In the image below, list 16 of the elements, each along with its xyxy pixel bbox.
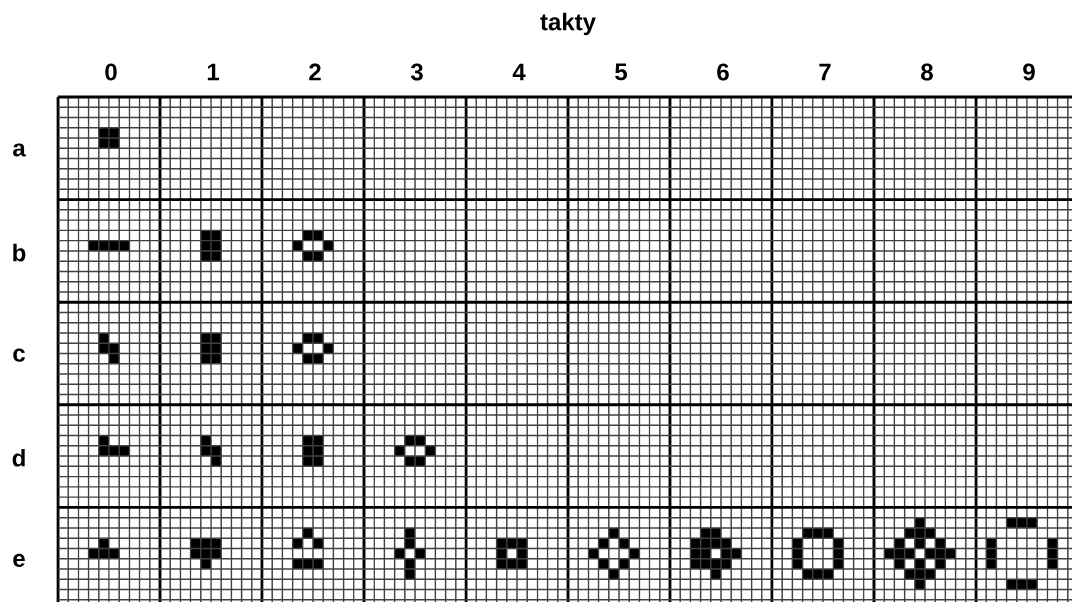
column-number: 8 xyxy=(921,63,933,81)
column-number: 3 xyxy=(410,63,423,81)
row-letter: c xyxy=(13,348,25,362)
column-number: 2 xyxy=(309,63,321,81)
row-letter: a xyxy=(13,143,26,157)
column-number: 9 xyxy=(1023,63,1035,81)
column-number: 5 xyxy=(615,63,627,81)
column-number: 4 xyxy=(512,63,526,81)
axis-title: takty xyxy=(540,12,596,36)
column-number: 1 xyxy=(207,63,219,81)
row-letter: d xyxy=(12,448,25,467)
column-number: 0 xyxy=(105,63,117,81)
column-number: 6 xyxy=(717,63,729,81)
column-number: 7 xyxy=(819,63,831,81)
row-letter: e xyxy=(13,553,25,567)
row-letter: b xyxy=(13,243,26,262)
